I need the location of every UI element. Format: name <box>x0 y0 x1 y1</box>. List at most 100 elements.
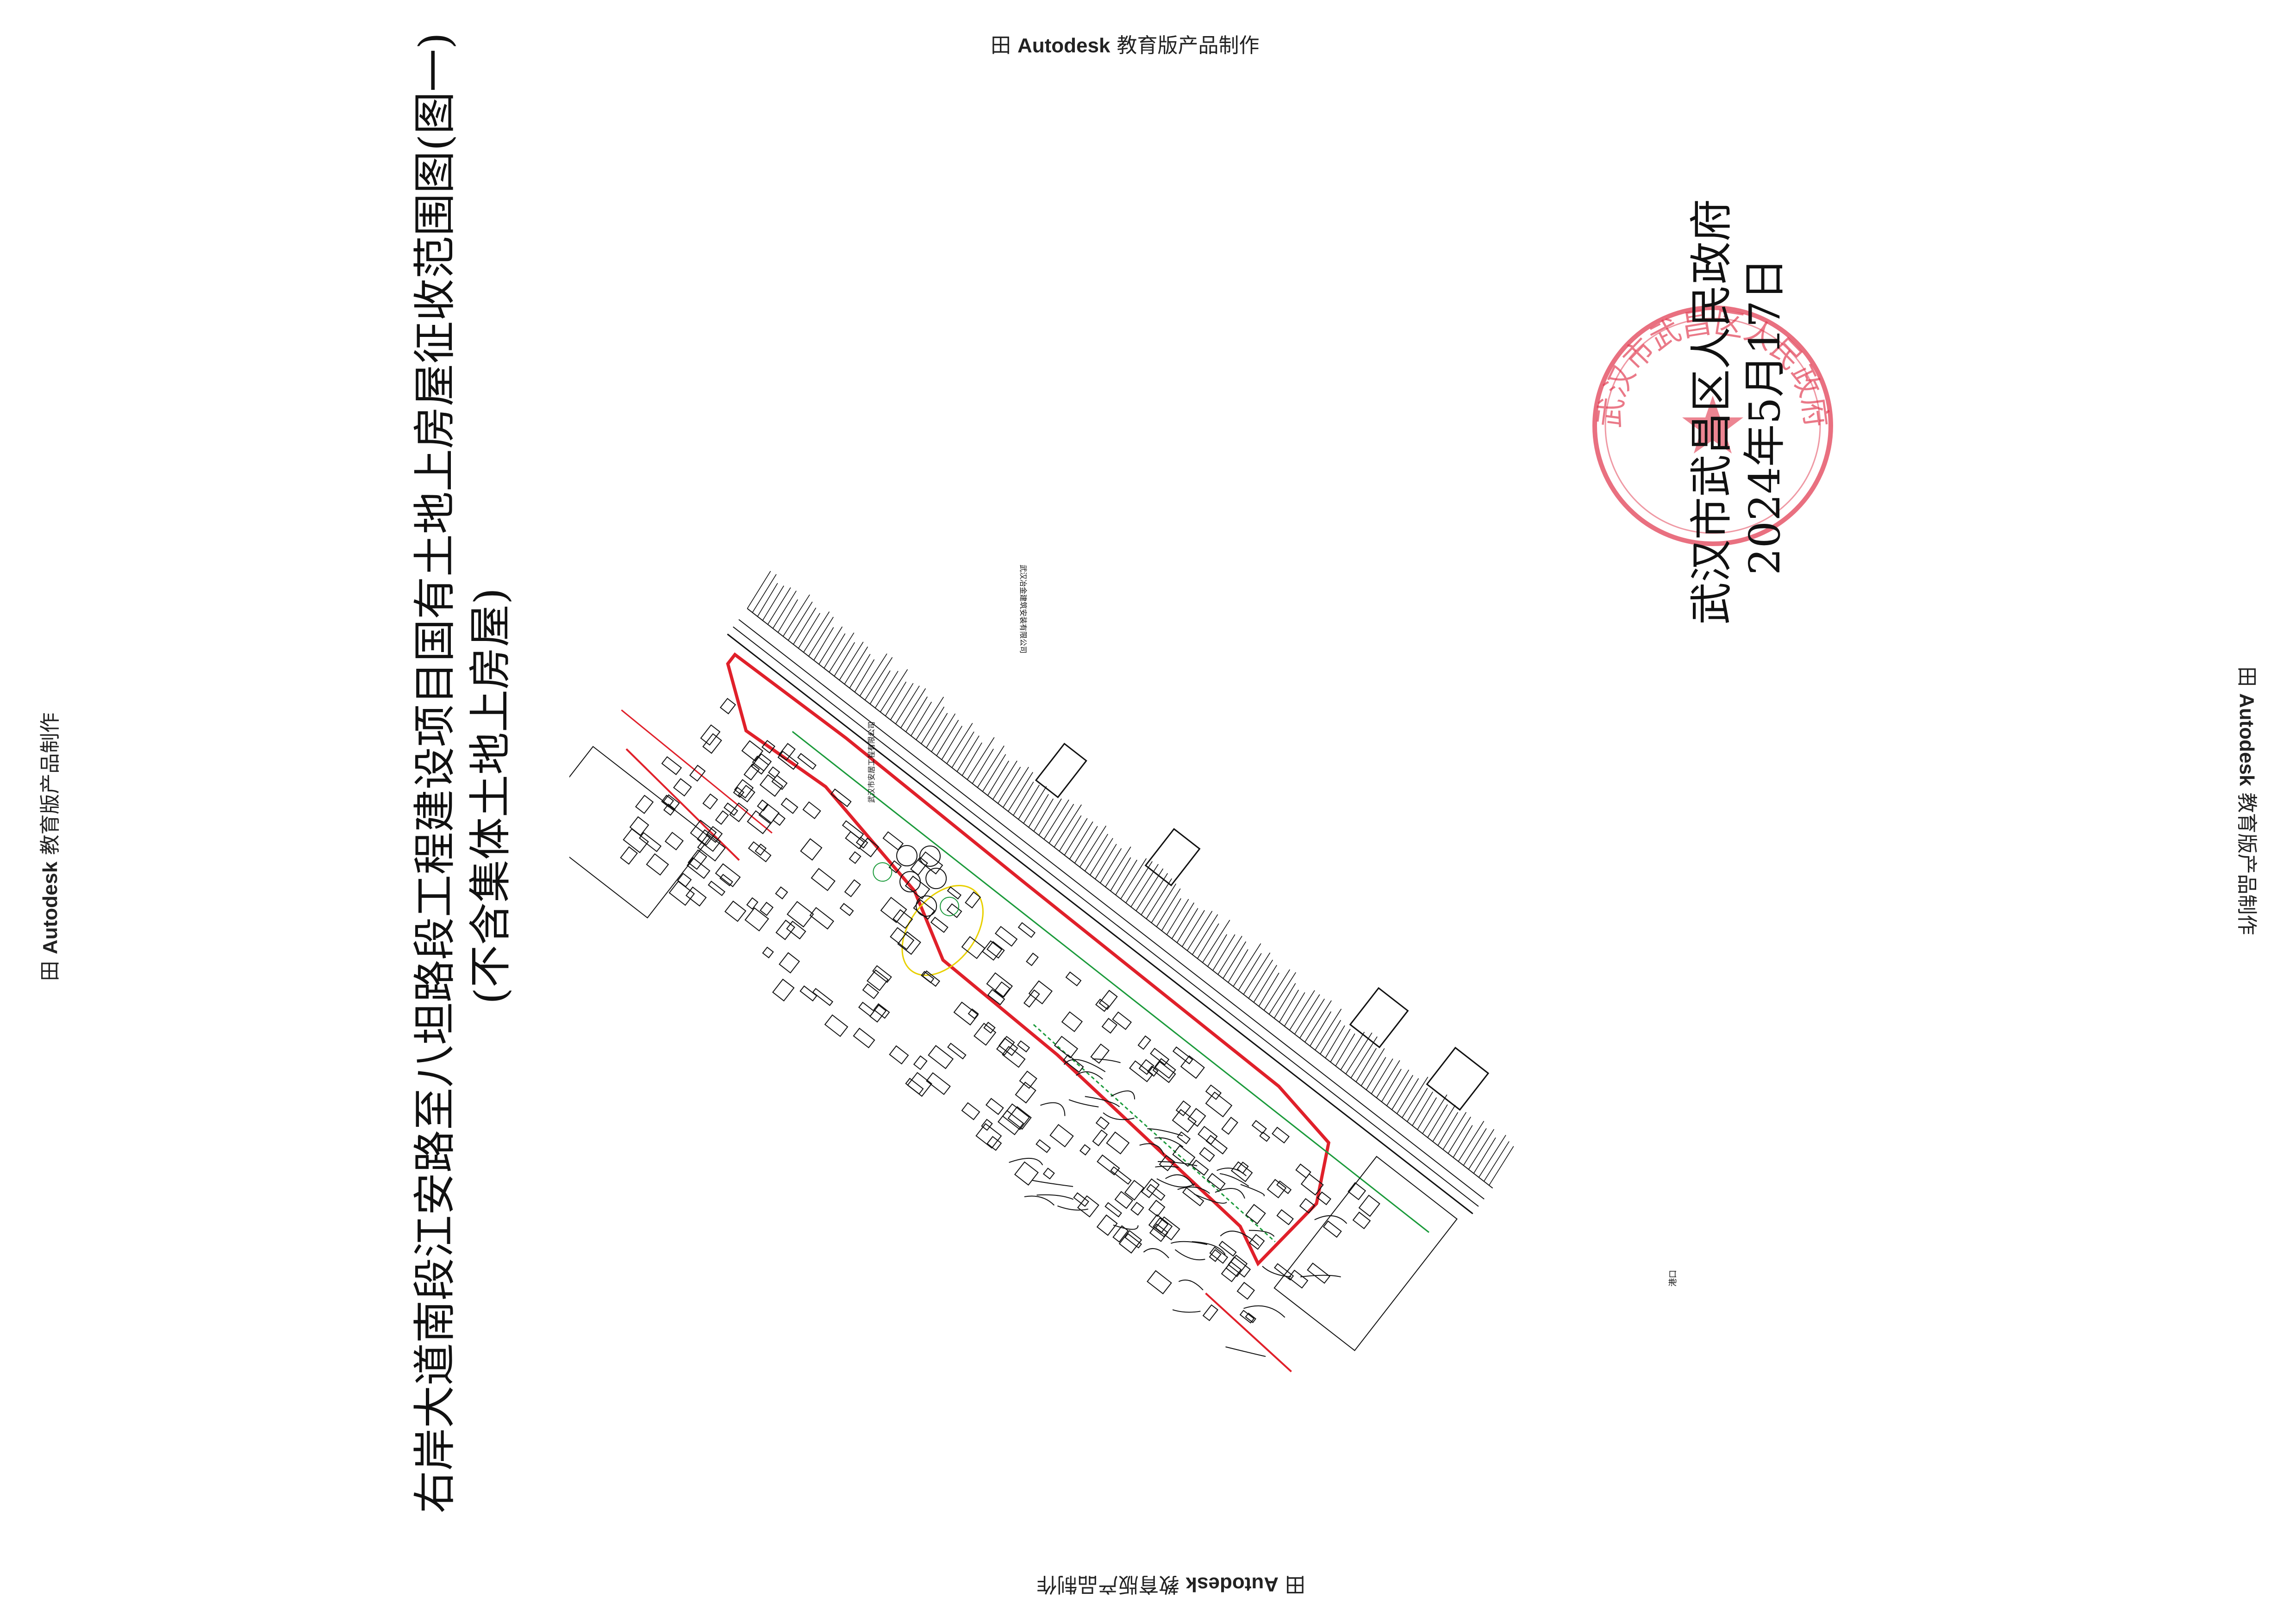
building <box>965 891 981 909</box>
bank-hatch <box>1238 953 1262 991</box>
landscape-curve <box>1009 1157 1043 1166</box>
building <box>708 880 726 896</box>
bank-hatch <box>824 633 846 669</box>
landscape-curve <box>1024 1195 1055 1206</box>
building <box>741 740 764 762</box>
bank-hatch <box>1197 923 1219 959</box>
map-title: 右岸大道南段江安路至八坦路段工程建设项目国有土地上房屋征收范围图(图一) (不含… <box>407 32 518 1513</box>
building <box>1049 1124 1074 1148</box>
building <box>1130 1201 1144 1216</box>
building <box>1230 1161 1253 1182</box>
landscape-curve <box>1156 1178 1195 1188</box>
landscape-curve <box>1171 1241 1208 1245</box>
building <box>975 1123 1002 1149</box>
bank-hatch <box>1432 1105 1456 1142</box>
landscape-curve <box>1178 1279 1204 1291</box>
storage-tank <box>896 845 918 867</box>
building <box>1026 952 1039 966</box>
building <box>1273 1263 1294 1281</box>
bank-hatch <box>1141 873 1168 915</box>
landscape-curve <box>1139 1143 1165 1155</box>
bank-hatch <box>1136 868 1164 911</box>
building <box>1098 989 1118 1010</box>
building <box>1112 1011 1132 1030</box>
building <box>880 896 907 923</box>
bank-hatch <box>1028 794 1049 828</box>
building <box>1061 1011 1083 1032</box>
landscape-curve <box>1063 1059 1106 1072</box>
bank-hatch <box>1478 1135 1506 1178</box>
building <box>697 829 721 852</box>
landscape-curve <box>1085 1096 1120 1107</box>
building <box>719 874 733 887</box>
building <box>1245 1312 1257 1324</box>
bank-hatch <box>1325 1025 1345 1058</box>
building <box>760 902 774 916</box>
landscape-curve <box>1314 1215 1348 1224</box>
bank-hatch <box>1105 846 1131 888</box>
building <box>1095 1116 1110 1130</box>
landscape-curve <box>1243 1305 1285 1318</box>
building <box>772 813 786 826</box>
building <box>786 920 806 939</box>
landscape-curve <box>1057 1205 1089 1211</box>
bank-hatch <box>1233 943 1261 987</box>
landscape-curve <box>1165 1174 1194 1187</box>
bank-hatch <box>1422 1094 1447 1134</box>
watermark-bottom: 田 Autodesk 教育版产品制作 <box>1036 1573 1305 1596</box>
building <box>1092 1129 1108 1146</box>
landscape-curve <box>1248 1230 1275 1237</box>
bank-hatch <box>818 626 843 665</box>
building <box>646 853 669 876</box>
bank-hatch <box>777 599 799 633</box>
bank-hatch <box>1171 902 1195 939</box>
bank-hatch <box>916 696 944 740</box>
landscape-curve <box>1240 1184 1265 1197</box>
bank-hatch <box>1335 1033 1355 1066</box>
watermark-left: 田 Autodesk 教育版产品制作 <box>38 712 62 981</box>
bank-hatch <box>767 587 791 625</box>
storage-tank <box>940 896 960 916</box>
building <box>1221 1261 1242 1282</box>
building <box>873 1003 890 1019</box>
bank-hatch <box>1248 959 1273 999</box>
building <box>1124 1233 1142 1249</box>
building <box>859 837 880 858</box>
building <box>786 901 814 928</box>
bank-hatch <box>813 627 834 661</box>
bank-hatch <box>1217 936 1242 975</box>
bank-hatch <box>1473 1137 1496 1174</box>
building <box>700 724 721 746</box>
bank-hatch <box>1202 920 1230 963</box>
jetty <box>1144 828 1201 887</box>
building <box>1236 1161 1249 1174</box>
bank-hatch <box>874 671 898 709</box>
map-drawing <box>569 571 1514 1373</box>
bank-hatch <box>1115 859 1137 895</box>
bank-hatch <box>1355 1048 1377 1082</box>
landscape-curve <box>1217 1168 1247 1176</box>
building <box>1110 1166 1132 1185</box>
bank-hatch <box>1442 1112 1467 1150</box>
bank-hatch <box>1008 772 1033 812</box>
building <box>1090 1043 1110 1064</box>
building <box>1106 1131 1130 1155</box>
building <box>1221 1117 1238 1135</box>
building <box>946 903 962 918</box>
building <box>1137 1035 1151 1050</box>
building <box>1172 1145 1196 1167</box>
landscape-curve <box>1103 1112 1135 1120</box>
building <box>1042 1168 1055 1180</box>
bank-hatch <box>1468 1129 1495 1170</box>
bank-hatch <box>1038 798 1062 836</box>
bank-hatch <box>844 646 868 684</box>
bank-hatch <box>1463 1128 1487 1166</box>
bank-hatch <box>911 702 932 736</box>
bank-hatch <box>941 726 963 760</box>
building <box>1017 922 1036 938</box>
building <box>1239 1310 1255 1324</box>
storage-tank <box>919 845 941 867</box>
building <box>1063 1054 1084 1073</box>
building <box>748 841 772 863</box>
landscape-curve <box>1172 1309 1201 1313</box>
